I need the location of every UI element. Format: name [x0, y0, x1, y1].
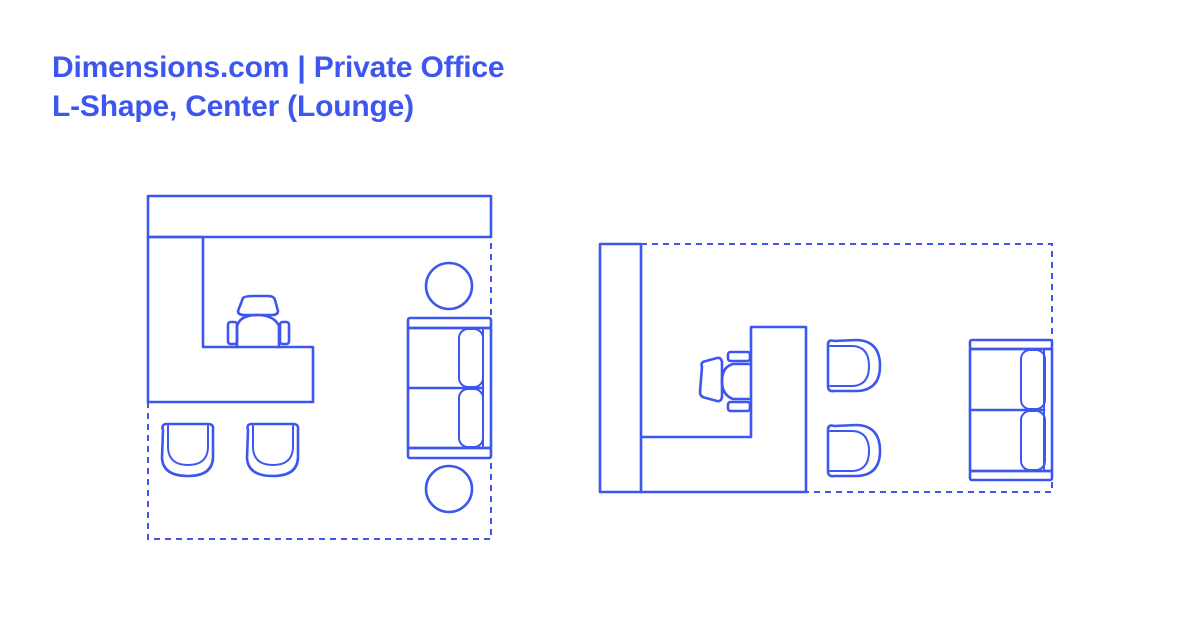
plan-right	[598, 242, 1054, 494]
title-line-1: Dimensions.com | Private Office	[52, 51, 505, 84]
side-table-icon	[424, 464, 474, 514]
title-line-2: L-Shape, Center (Lounge)	[52, 90, 414, 123]
loveseat-icon	[406, 316, 493, 460]
plan-left	[146, 194, 493, 540]
l-shaped-desk	[146, 235, 315, 404]
l-shaped-desk	[639, 325, 808, 494]
loveseat-icon	[968, 338, 1054, 482]
office-chair-icon	[698, 350, 753, 413]
room-clearance-outline	[641, 243, 1053, 493]
lounge-chair-icon	[245, 422, 300, 478]
lounge-chair-icon	[826, 338, 882, 393]
credenza	[598, 242, 643, 494]
lounge-chair-icon	[826, 423, 882, 478]
credenza	[146, 194, 493, 239]
side-table-icon	[424, 261, 474, 311]
lounge-chair-icon	[160, 422, 215, 478]
page-title: Dimensions.com | Private Office L-Shape,…	[52, 48, 505, 126]
office-chair-icon	[226, 294, 291, 349]
